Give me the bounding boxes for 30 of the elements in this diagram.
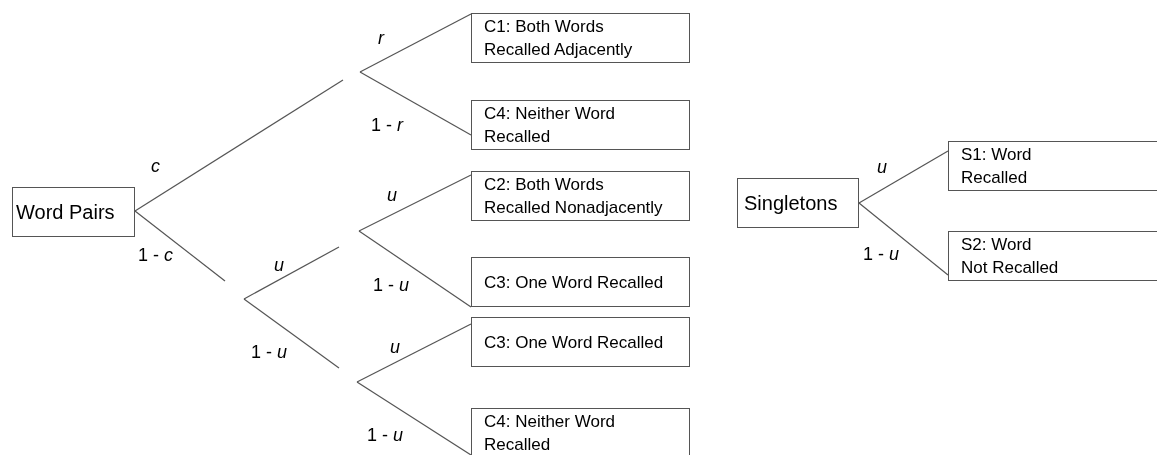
box-text: C2: Both Words Recalled Nonadjacently (484, 174, 664, 219)
branch-line (858, 150, 949, 204)
box-text: C4: Neither Word Recalled (484, 411, 616, 455)
box-text: C3: One Word Recalled (484, 271, 664, 294)
box-text: C1: Both Words Recalled Adjacently (484, 16, 634, 61)
branch-line (134, 79, 344, 212)
branch-line (359, 13, 472, 73)
outcome-box (471, 13, 690, 63)
outcome-box (471, 408, 690, 455)
outcome-box (737, 178, 859, 228)
branch-line (356, 381, 472, 455)
outcome-box (12, 187, 135, 237)
outcome-box (471, 171, 690, 221)
branch-line (356, 323, 472, 383)
branch-line (358, 230, 472, 308)
branch-line (858, 202, 949, 276)
outcome-box (948, 231, 1157, 281)
box-text: S1: Word Recalled (961, 144, 1033, 189)
outcome-box (471, 257, 690, 307)
branch-line (359, 71, 472, 136)
box-text: S2: Word Not Recalled (961, 234, 1060, 279)
branch-line (358, 174, 472, 232)
branch-line (134, 210, 226, 282)
box-text: Singletons (744, 191, 838, 215)
box-text: Word Pairs (16, 200, 115, 224)
outcome-box (948, 141, 1157, 191)
box-text: C4: Neither Word Recalled (484, 103, 616, 148)
outcome-box (471, 100, 690, 150)
outcome-box (471, 317, 690, 367)
box-text: C3: One Word Recalled (484, 331, 664, 354)
